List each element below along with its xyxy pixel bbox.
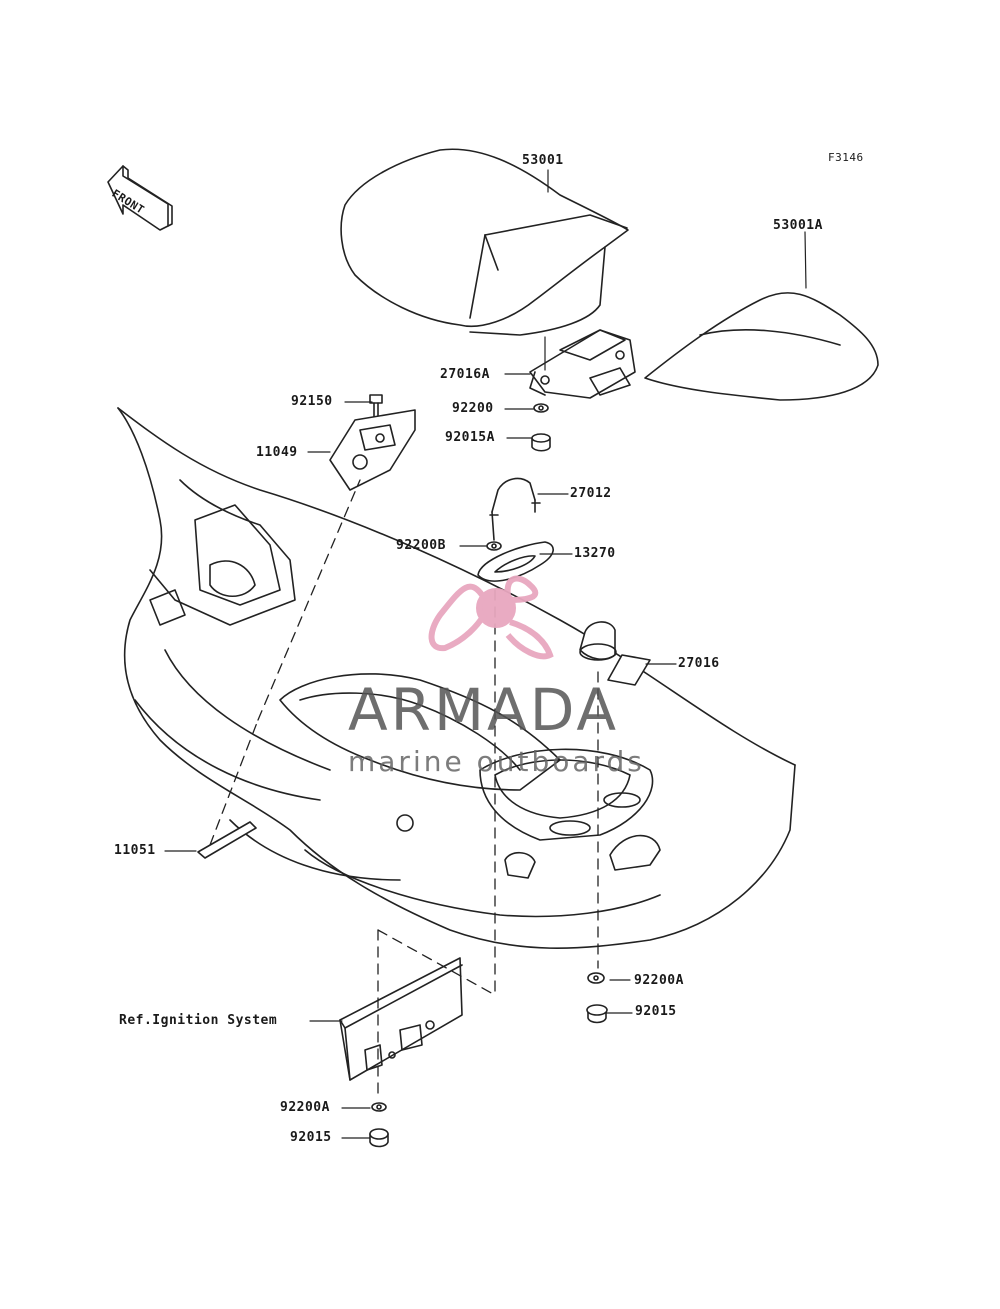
bolt-92150 <box>369 394 383 421</box>
figure-code: F3146 <box>828 151 864 164</box>
part-label-92015A[interactable]: 92015A <box>445 430 495 445</box>
part-label-27012[interactable]: 27012 <box>570 486 612 501</box>
part-label-92200B[interactable]: 92200B <box>396 538 446 553</box>
ref-ignition-system-label[interactable]: Ref.Ignition System <box>119 1013 278 1028</box>
grommet-92015-bottom <box>369 1128 389 1148</box>
part-label-92015-bottom[interactable]: 92015 <box>290 1130 332 1145</box>
rear-seat <box>644 292 879 401</box>
part-label-92200[interactable]: 92200 <box>452 401 494 416</box>
part-label-92015-right[interactable]: 92015 <box>635 1004 677 1019</box>
part-label-92200A-bottom[interactable]: 92200A <box>280 1100 330 1115</box>
part-label-27016[interactable]: 27016 <box>678 656 720 671</box>
nut-92200A-right <box>587 972 605 984</box>
leader-lines <box>164 169 807 1139</box>
gasket-13270 <box>477 541 554 582</box>
nut-92200A-bottom <box>371 1102 387 1112</box>
armada-logo-icon <box>428 575 554 660</box>
u-bolt-27012 <box>489 477 541 541</box>
front-seat <box>340 148 629 336</box>
seat-latch-bracket <box>529 329 636 399</box>
front-arrow-icon <box>107 165 173 231</box>
nut-92200 <box>533 403 549 413</box>
plate-11049 <box>329 409 416 491</box>
part-label-11049[interactable]: 11049 <box>256 445 298 460</box>
part-label-53001[interactable]: 53001 <box>522 153 564 168</box>
latch-27016 <box>579 621 651 686</box>
part-label-92200A-right[interactable]: 92200A <box>634 973 684 988</box>
part-label-92150[interactable]: 92150 <box>291 394 333 409</box>
ignition-bracket <box>339 957 463 1081</box>
watermark-brand: ARMADA <box>348 676 620 744</box>
part-label-11051[interactable]: 11051 <box>114 843 156 858</box>
part-label-27016A[interactable]: 27016A <box>440 367 490 382</box>
assembly-dash-lines <box>209 479 599 1101</box>
strap-11051 <box>197 821 257 859</box>
part-label-13270[interactable]: 13270 <box>574 546 616 561</box>
grommet-92015A <box>531 433 551 452</box>
part-label-53001A[interactable]: 53001A <box>773 218 823 233</box>
grommet-92015-right <box>586 1004 608 1024</box>
hull-body <box>117 407 796 949</box>
washer-92200B <box>486 541 502 551</box>
watermark-tagline: marine outboards <box>348 745 645 778</box>
